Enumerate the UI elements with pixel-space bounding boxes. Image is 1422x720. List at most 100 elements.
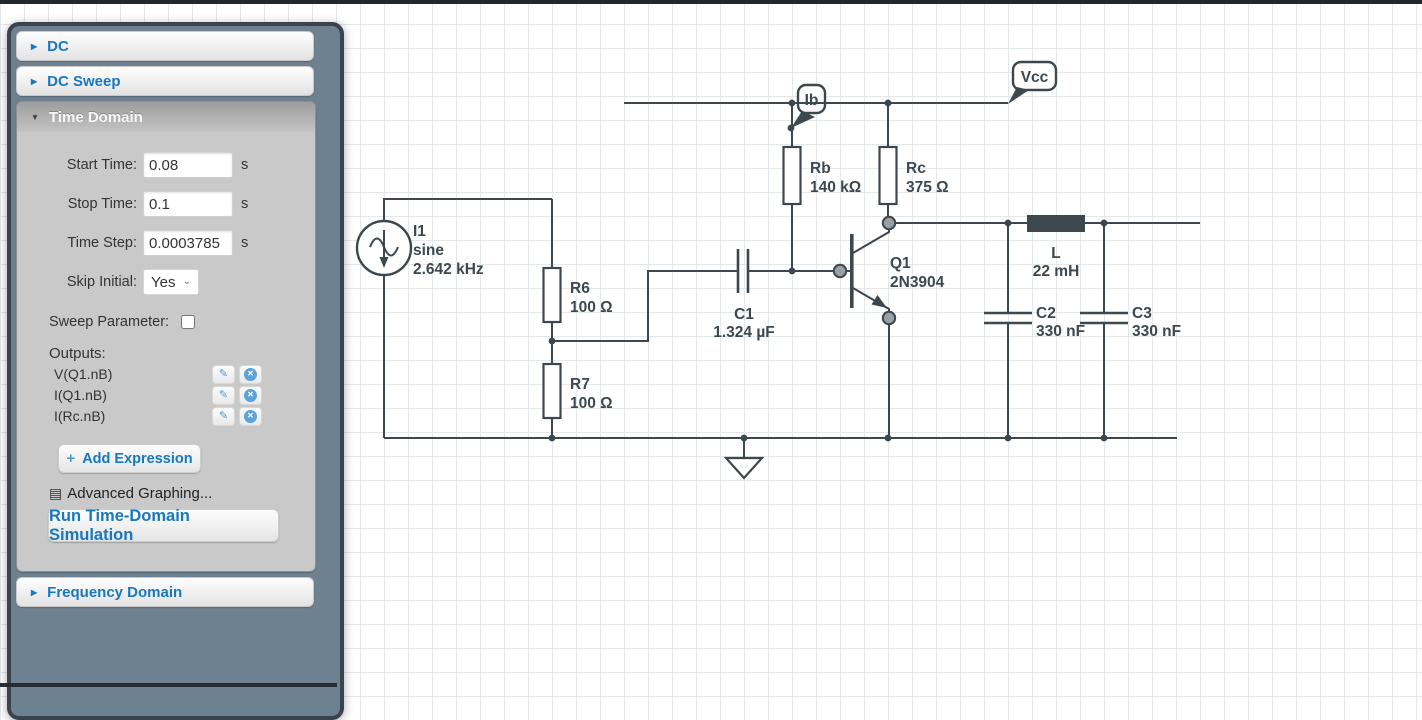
junction-dot — [740, 434, 748, 442]
delete-output-button[interactable]: ✕ — [239, 385, 262, 405]
net-flag-vcc-label[interactable]: Vcc — [1021, 69, 1049, 86]
accordion-header-time-domain[interactable]: ▼ Time Domain — [17, 102, 315, 132]
transistor-collector[interactable] — [852, 229, 890, 254]
capacitor-c3[interactable]: C3 330 nF — [1080, 305, 1181, 340]
current-arrow-head — [379, 257, 389, 268]
junction-dot — [1004, 219, 1012, 227]
add-expression-button[interactable]: + Add Expression — [58, 444, 201, 473]
label-c1-value[interactable]: 1.324 µF — [713, 324, 775, 341]
label-c2-value[interactable]: 330 nF — [1036, 323, 1085, 340]
capacitor-plates[interactable] — [984, 311, 1032, 325]
resistor-r6[interactable]: R6 100 Ω — [542, 266, 613, 324]
emitter-arrow — [871, 295, 887, 308]
accordion-header-dc[interactable]: ▶ DC — [16, 31, 314, 61]
edit-output-button[interactable]: ✎ — [212, 406, 235, 426]
sweep-parameter-label: Sweep Parameter: — [49, 314, 170, 330]
label-l-name[interactable]: L — [1051, 245, 1060, 262]
capacitor-c1[interactable]: C1 1.324 µF — [713, 249, 775, 341]
resistor-body[interactable] — [542, 266, 562, 324]
inductor-l[interactable]: L 22 mH — [1027, 215, 1085, 280]
junction-dot — [548, 337, 556, 345]
transistor-emitter[interactable] — [852, 287, 890, 312]
resistor-body[interactable] — [782, 145, 802, 206]
delete-output-button[interactable]: ✕ — [239, 406, 262, 426]
terminal-dot[interactable] — [881, 310, 897, 326]
edit-output-button[interactable]: ✎ — [212, 385, 235, 405]
label-q1-name[interactable]: Q1 — [890, 255, 911, 272]
capacitor-c2[interactable]: C2 330 nF — [984, 305, 1085, 340]
start-time-unit: s — [241, 157, 249, 173]
inductor-body[interactable] — [1027, 215, 1085, 232]
accordion-label: Time Domain — [48, 108, 143, 126]
label-q1-value[interactable]: 2N3904 — [890, 274, 945, 291]
net-flag-ib-label[interactable]: Ib — [805, 92, 819, 109]
ground-symbol[interactable] — [723, 456, 765, 480]
schematic-canvas[interactable]: I1 sine 2.642 kHz R6 100 Ω R7 100 Ω Rb 1… — [0, 0, 1422, 687]
label-i1-kind[interactable]: sine — [413, 242, 444, 259]
terminal-dot[interactable] — [832, 263, 848, 279]
capacitor-plates[interactable] — [736, 249, 750, 293]
stop-time-input[interactable] — [143, 191, 233, 217]
junction-dot — [1004, 434, 1012, 442]
time-domain-body: Start Time: s Stop Time: s Time Step: s … — [17, 152, 315, 571]
junction-dot — [1100, 434, 1108, 442]
ground-triangle[interactable] — [723, 456, 765, 480]
label-rc-name[interactable]: Rc — [906, 160, 926, 177]
sweep-parameter-checkbox[interactable] — [181, 315, 196, 329]
junction-dot — [548, 434, 556, 442]
delete-output-button[interactable]: ✕ — [239, 364, 262, 384]
pencil-icon: ✎ — [218, 388, 229, 401]
chevron-down-icon: ▼ — [31, 112, 39, 122]
wire[interactable] — [383, 198, 552, 438]
label-r7-name[interactable]: R7 — [570, 376, 590, 393]
label-l-value[interactable]: 22 mH — [1033, 263, 1080, 280]
sweep-parameter-row: Sweep Parameter: — [17, 314, 315, 330]
junction-dot — [884, 99, 892, 107]
output-row: I(Q1.nB) ✎ ✕ — [54, 385, 262, 405]
label-rb-name[interactable]: Rb — [810, 160, 831, 177]
wire[interactable] — [552, 270, 738, 342]
edit-output-button[interactable]: ✎ — [212, 364, 235, 384]
resistor-rb[interactable]: Rb 140 kΩ — [782, 145, 862, 206]
start-time-input[interactable] — [143, 152, 233, 178]
resistor-rc[interactable]: Rc 375 Ω — [878, 145, 949, 206]
transistor-q1[interactable]: Q1 2N3904 — [832, 215, 945, 326]
net-flag-vcc-badge[interactable] — [1011, 60, 1058, 92]
run-time-domain-simulation-button[interactable]: Run Time-Domain Simulation — [48, 506, 279, 544]
accordion-label: DC Sweep — [47, 72, 121, 90]
label-r6-name[interactable]: R6 — [570, 280, 590, 297]
label-rc-value[interactable]: 375 Ω — [906, 179, 949, 196]
net-flag-ib-badge[interactable] — [796, 83, 827, 115]
time-step-input[interactable] — [143, 230, 233, 256]
skip-initial-value: Yes — [151, 273, 176, 291]
resistor-r7[interactable]: R7 100 Ω — [542, 362, 613, 420]
output-row: I(Rc.nB) ✎ ✕ — [54, 406, 262, 426]
accordion-header-dc-sweep[interactable]: ▶ DC Sweep — [16, 66, 314, 96]
label-i1-value[interactable]: 2.642 kHz — [413, 261, 484, 278]
resistor-body[interactable] — [542, 362, 562, 420]
net-flag-vcc[interactable]: Vcc — [1008, 69, 1049, 104]
capacitor-plates[interactable] — [1080, 311, 1128, 325]
accordion-header-frequency-domain[interactable]: ▶ Frequency Domain — [16, 577, 314, 607]
label-c3-value[interactable]: 330 nF — [1132, 323, 1181, 340]
pencil-icon: ✎ — [218, 367, 229, 380]
resistor-body[interactable] — [878, 145, 898, 206]
terminal-dot[interactable] — [881, 215, 897, 231]
output-expression: V(Q1.nB) — [54, 366, 113, 382]
outputs-label: Outputs: — [49, 345, 106, 362]
time-domain-section: ▼ Time Domain Start Time: s Stop Time: s… — [16, 101, 316, 572]
label-c1-name[interactable]: C1 — [734, 306, 754, 323]
label-c2-name[interactable]: C2 — [1036, 305, 1056, 322]
label-rb-value[interactable]: 140 kΩ — [810, 179, 861, 196]
net-flag-ib[interactable]: Ib — [791, 92, 818, 128]
run-button-label: Run Time-Domain Simulation — [49, 506, 190, 544]
advanced-graphing-link[interactable]: ▤ Advanced Graphing... — [49, 485, 315, 502]
skip-initial-select[interactable]: Yes ⌄ — [143, 269, 199, 295]
output-row: V(Q1.nB) ✎ ✕ — [54, 364, 262, 384]
current-source-i1[interactable]: I1 sine 2.642 kHz — [355, 219, 484, 278]
label-r7-value[interactable]: 100 Ω — [570, 395, 613, 412]
label-r6-value[interactable]: 100 Ω — [570, 299, 613, 316]
label-c3-name[interactable]: C3 — [1132, 305, 1152, 322]
label-i1-name[interactable]: I1 — [413, 223, 426, 240]
time-step-label: Time Step: — [67, 235, 137, 251]
